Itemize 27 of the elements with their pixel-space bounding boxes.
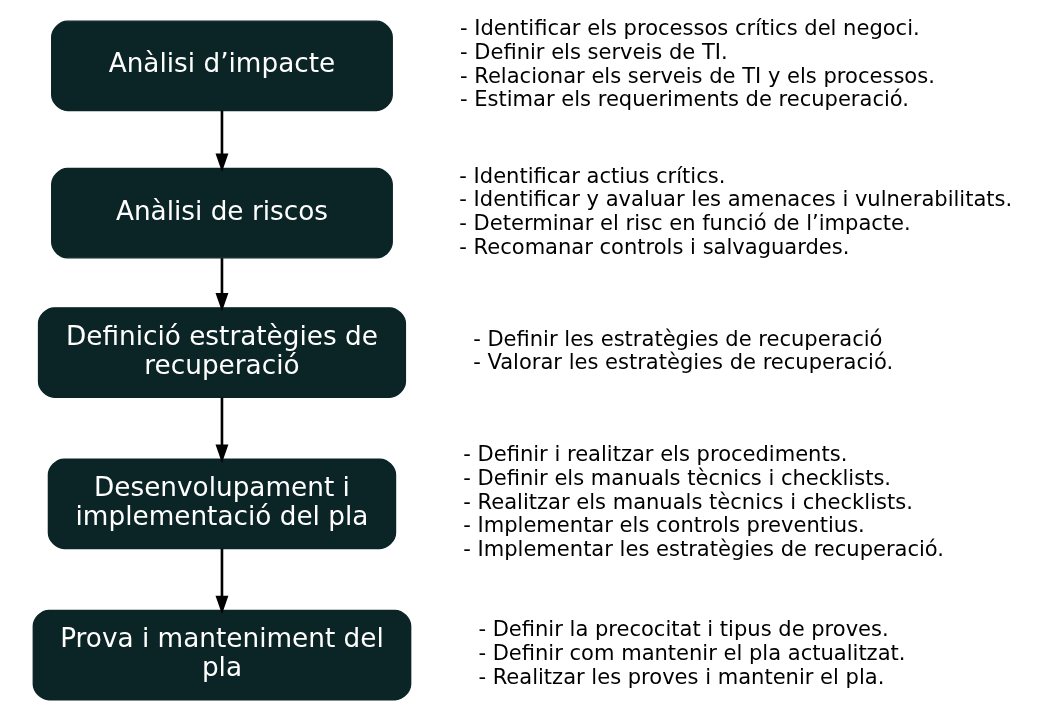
node-label: - Definir i realitzar els procediments. [463, 441, 848, 467]
node-label: - Relacionar els serveis de TI y els processos. [459, 62, 935, 88]
arrow [215, 548, 229, 615]
node-label: - Valorar les estratègies de recuperació. [473, 349, 894, 375]
node-label: - Estimar els requeriments de recuperació. [459, 86, 910, 112]
node-label: - Realitzar les proves i mantenir el pla. [478, 663, 885, 689]
node-label: - Definir els serveis de TI. [459, 39, 728, 65]
node-label: - Definir com mantenir el pla actualitzat. [478, 640, 906, 666]
node-label: - Identificar actius crítics. [459, 162, 726, 188]
node-label: - Definir les estratègies de recuperació [473, 325, 883, 351]
node-label: - Definir la precocitat i tipus de proves. [478, 616, 889, 642]
node-box: Desenvolupament i implementació del pla [47, 458, 397, 550]
node-label: - Determinar el risc en funció de l’impacte. [459, 209, 911, 235]
arrow [215, 397, 229, 463]
node-label: - Identificar els processos crítics del negoci. [459, 15, 920, 41]
node-box: Prova i manteniment del pla [32, 609, 412, 701]
node-box: Definició estratègies de recuperació [37, 307, 407, 398]
node-label: - Identificar y avaluar les amenaces i vulnerabilitats. [459, 186, 1013, 212]
node-label: - Implementar les estratègies de recuperació. [463, 536, 945, 562]
node-label: - Definir els manuals tècnics i checklists. [463, 465, 892, 491]
node-box: Anàlisi de riscos [51, 167, 393, 259]
node-box: Anàlisi d’impacte [51, 20, 393, 112]
arrow [215, 258, 229, 312]
arrow [215, 110, 229, 172]
node-label: - Implementar els controls preventius. [463, 512, 865, 538]
node-label: - Realitzar els manuals tècnics i checklists. [463, 488, 913, 514]
node-label: - Recomanar controls i salvaguardes. [459, 233, 850, 259]
